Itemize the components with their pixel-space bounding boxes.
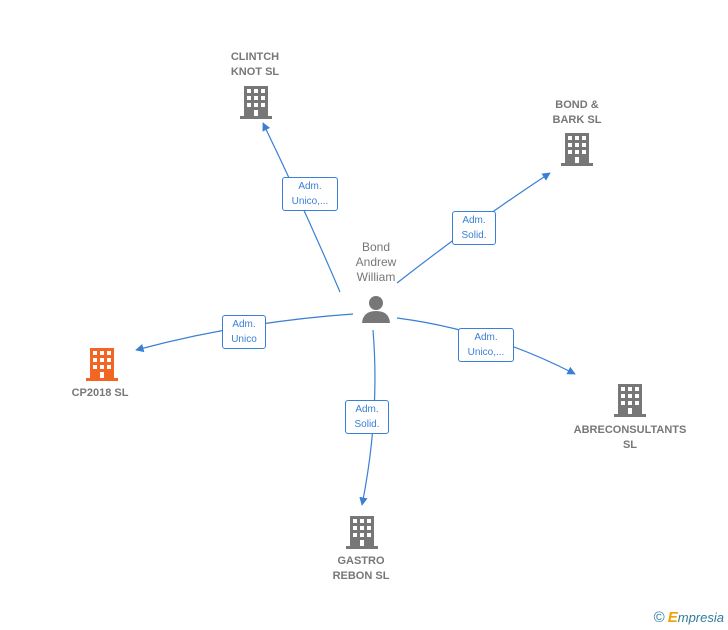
brand-logo-text: mpresia <box>677 610 724 625</box>
building-icon-bond-bark[interactable] <box>561 133 593 166</box>
building-icon-clintch[interactable] <box>240 86 272 119</box>
company-label-clintch[interactable]: CLINTCH KNOT SL <box>230 51 280 78</box>
brand-logo-letter: E <box>667 609 678 626</box>
company-label-bond-bark[interactable]: BOND & BARK SL <box>552 99 602 126</box>
building-icon-abreconsultants[interactable] <box>614 384 646 417</box>
company-label-gastro[interactable]: GASTRO REBON SL <box>332 555 390 582</box>
person-icon[interactable] <box>362 296 390 323</box>
relation-label-cp2018[interactable]: Adm. Unico <box>222 315 266 349</box>
person-name-label[interactable]: Bond Andrew William <box>355 240 397 284</box>
relation-label-bond-bark[interactable]: Adm. Solid. <box>452 211 496 245</box>
relation-label-clintch[interactable]: Adm. Unico,... <box>282 177 338 211</box>
company-label-cp2018[interactable]: CP2018 SL <box>71 387 129 399</box>
company-label-abreconsultants[interactable]: ABRECONSULTANTS SL <box>573 424 687 451</box>
relation-label-abreconsultants[interactable]: Adm. Unico,... <box>458 328 514 362</box>
copyright-icon: © <box>653 609 665 626</box>
building-icon-cp2018[interactable] <box>86 348 118 381</box>
building-icon-gastro[interactable] <box>346 516 378 549</box>
relation-label-gastro[interactable]: Adm. Solid. <box>345 400 389 434</box>
brand-footer: ©Empresia <box>654 609 724 626</box>
